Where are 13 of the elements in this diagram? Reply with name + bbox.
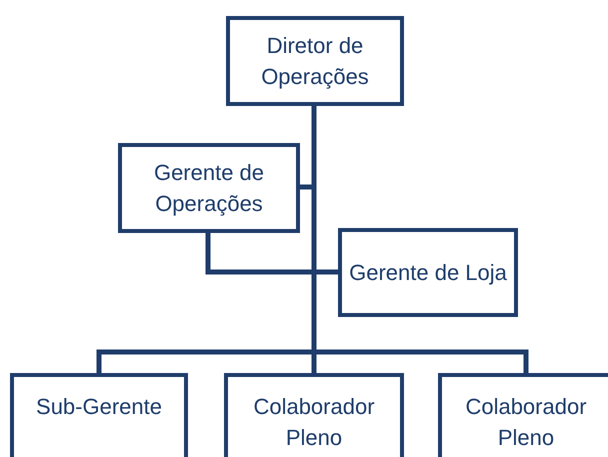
role-box: [118, 143, 300, 233]
role-title: Colaborador Pleno: [252, 393, 376, 452]
role-box: [338, 228, 518, 317]
role-title: Sub-Gerente: [36, 393, 162, 421]
role-title: Diretor de Operações: [260, 32, 370, 91]
role-title: Gerente de Loja: [349, 259, 507, 287]
role-box: [10, 373, 188, 457]
role-box: [226, 16, 404, 106]
role-title: Gerente de Operações: [152, 159, 266, 218]
connector-line: [206, 233, 338, 274]
role-box: [438, 373, 608, 457]
role-box: [224, 373, 404, 457]
role-title: Colaborador Pleno: [464, 393, 588, 452]
